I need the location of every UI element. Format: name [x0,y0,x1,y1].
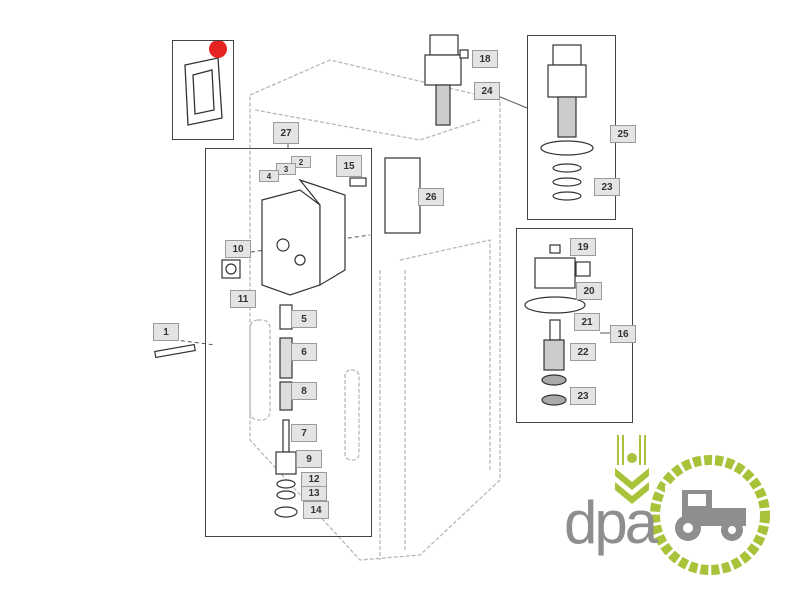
callout-15[interactable]: 15 [336,155,362,177]
callout-22[interactable]: 22 [570,343,596,361]
solenoid-24 [424,34,469,126]
marker-dot [209,40,227,58]
callout-6[interactable]: 6 [291,343,317,361]
callout-23-lower[interactable]: 23 [570,387,596,405]
callout-13[interactable]: 13 [301,486,327,501]
callout-27[interactable]: 27 [273,122,299,144]
callout-5[interactable]: 5 [291,310,317,328]
callout-24[interactable]: 24 [474,82,500,100]
callout-10[interactable]: 10 [225,240,251,258]
solenoid-25 [540,44,594,201]
frame-gasket [172,40,234,140]
frame-valve-assembly [205,148,372,537]
callout-18[interactable]: 18 [472,50,498,68]
valve-body [154,157,421,518]
callout-21[interactable]: 21 [574,313,600,331]
callout-11[interactable]: 11 [230,290,256,308]
callout-19[interactable]: 19 [570,238,596,256]
callout-4[interactable]: 4 [259,170,279,182]
callout-9[interactable]: 9 [296,450,322,468]
callout-23[interactable]: 23 [594,178,620,196]
callout-1[interactable]: 1 [153,323,179,341]
callout-8[interactable]: 8 [291,382,317,400]
callout-16[interactable]: 16 [610,325,636,343]
callout-20[interactable]: 20 [576,282,602,300]
solenoid-16 [524,244,591,406]
gasket [184,57,223,126]
transmission-housing [249,59,501,561]
callout-7[interactable]: 7 [291,424,317,442]
callout-26[interactable]: 26 [418,188,444,206]
callout-3[interactable]: 3 [276,163,296,175]
logo-text: dpa [564,489,658,556]
logo-graphic [615,435,770,575]
callout-14[interactable]: 14 [303,501,329,519]
callout-12[interactable]: 12 [301,472,327,487]
dpa-logo: dpa [560,430,780,580]
callout-2[interactable]: 2 [291,156,311,168]
callout-25[interactable]: 25 [610,125,636,143]
